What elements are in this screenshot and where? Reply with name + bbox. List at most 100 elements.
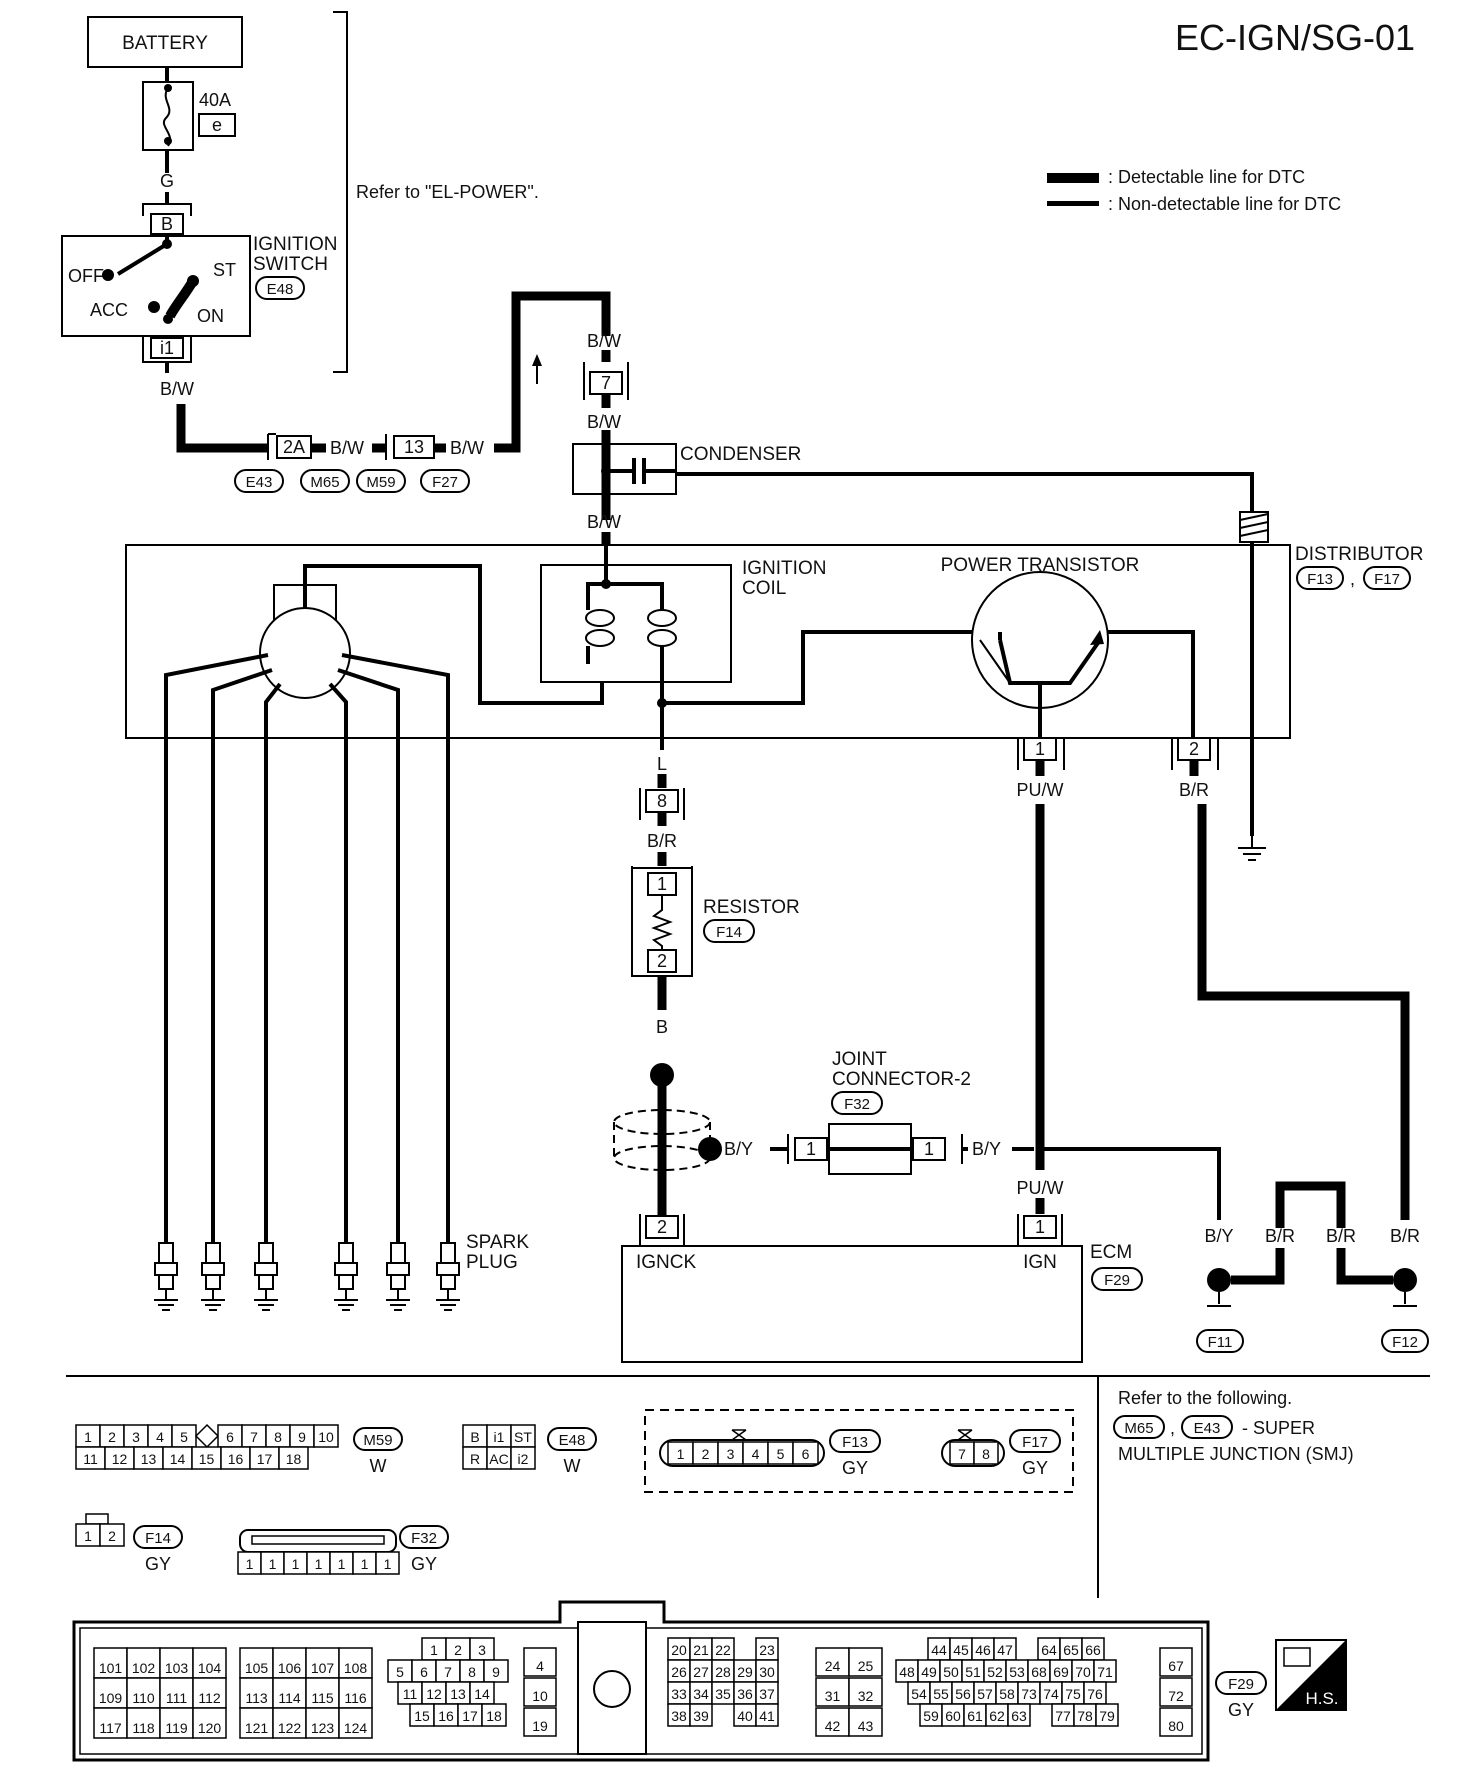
pin-label: 112 [198,1690,221,1706]
pin-label: 8 [982,1446,990,1462]
pin-label: 121 [245,1720,269,1736]
pin-label: 5 [180,1429,188,1445]
wire-br-ground [1197,804,1410,1220]
svg-text:PU/W: PU/W [1017,1178,1064,1198]
pin-cell [1095,1703,1119,1727]
ground-f11-icon [1207,1292,1231,1307]
pin-label: 6 [420,1664,428,1680]
pin-label: 1 [292,1556,300,1572]
pin-label: 49 [921,1664,937,1680]
spark-plug-icon [386,1242,410,1311]
pin-label: 45 [953,1642,969,1658]
pin-label: 55 [933,1686,949,1702]
svg-text:B/Y: B/Y [972,1139,1001,1159]
pin-label: 68 [1031,1664,1047,1680]
pin-label: 25 [858,1658,874,1674]
pin-label: 33 [671,1686,687,1702]
svg-text:i1: i1 [160,338,174,358]
wire-bw-1 [176,404,268,453]
pin-label: i2 [518,1451,529,1467]
pin-label: 1 [361,1556,369,1572]
pin-label: 1 [315,1556,323,1572]
pin-label: 6 [226,1429,234,1445]
distributor-connectors-frame [644,1409,1074,1493]
pin-label: 105 [245,1660,269,1676]
pin-label: 12 [112,1451,128,1467]
pin-label: 115 [311,1690,334,1706]
svg-text:B/R: B/R [647,831,677,851]
svg-text:2: 2 [1189,739,1199,759]
pin-cell [99,1523,125,1547]
pin-label: 65 [1063,1642,1079,1658]
pin-label: 122 [278,1720,302,1736]
pin-cell [278,1446,309,1470]
pin-label: 9 [492,1664,500,1680]
pin-label: 6 [802,1446,810,1462]
svg-text:,: , [1170,1418,1175,1438]
pin-cell [689,1703,713,1727]
power-transistor-label: POWER TRANSISTOR [941,555,1140,576]
switch-st: ST [213,260,236,280]
pin-label: 59 [923,1708,939,1724]
pin-label: 18 [286,1451,302,1467]
pin-label: 16 [438,1708,454,1724]
pin-cell [272,1647,307,1679]
pin-label: 54 [911,1686,927,1702]
ignition-switch-label1: IGNITION [253,234,337,255]
pin-cell [338,1677,373,1709]
pin-label: 1 [246,1556,254,1572]
pin-cell [338,1707,373,1739]
diagram-code: EC-IGN/SG-01 [1175,17,1415,58]
pin-label: 34 [693,1686,709,1702]
ign-pin-i1 [150,337,184,359]
conn-m65-tag [1113,1415,1165,1439]
pin-label: 4 [752,1446,760,1462]
pin-cell [93,1647,128,1679]
pin-label: ST [514,1429,532,1445]
ground-f12-icon [1393,1292,1417,1307]
conn-m59-color: W [370,1456,387,1476]
conn-f14-legend-tag [133,1525,183,1549]
pin-cell [159,1677,194,1709]
legend-thick-line [1047,173,1099,183]
pin-label: B [470,1429,479,1445]
ignition-switch-box [61,235,251,337]
pin-label: 18 [486,1708,502,1724]
svg-text:B/W: B/W [587,512,621,532]
pin-cell [848,1647,883,1677]
pin-cell [481,1703,507,1727]
pin-label: 13 [450,1686,466,1702]
svg-text:B/Y: B/Y [724,1139,753,1159]
pin-label: 8 [274,1429,282,1445]
fuse-rating: 40A [199,90,231,110]
ignition-switch-label2: SWITCH [253,254,328,275]
svg-text:1: 1 [924,1139,934,1159]
pin-label: 69 [1053,1664,1069,1680]
pin-label: 117 [99,1720,122,1736]
pin-label: 2 [454,1642,462,1658]
pin-cell [848,1677,883,1707]
pin-label: 21 [693,1642,709,1658]
pin-label: 14 [474,1686,490,1702]
smj-note-line3: MULTIPLE JUNCTION (SMJ) [1118,1444,1354,1464]
conn-f29-legend-tag [1215,1671,1267,1695]
pin-label: 118 [132,1720,155,1736]
conn-f32-tag [831,1091,883,1115]
svg-text:1: 1 [1035,739,1045,759]
pin-label: 3 [132,1429,140,1445]
conn-f29-color: GY [1228,1700,1254,1720]
svg-text:B/R: B/R [1390,1226,1420,1246]
pin-label: 7 [250,1429,258,1445]
pin-label: 12 [426,1686,442,1702]
svg-text:M59: M59 [366,474,395,491]
svg-text:PU/W: PU/W [1017,780,1064,800]
pin-label: 80 [1168,1718,1184,1734]
svg-text:B/R: B/R [1179,780,1209,800]
pin-label: 13 [141,1451,157,1467]
pin-label: 101 [99,1660,123,1676]
hs-badge-text: H.S. [1305,1689,1338,1708]
